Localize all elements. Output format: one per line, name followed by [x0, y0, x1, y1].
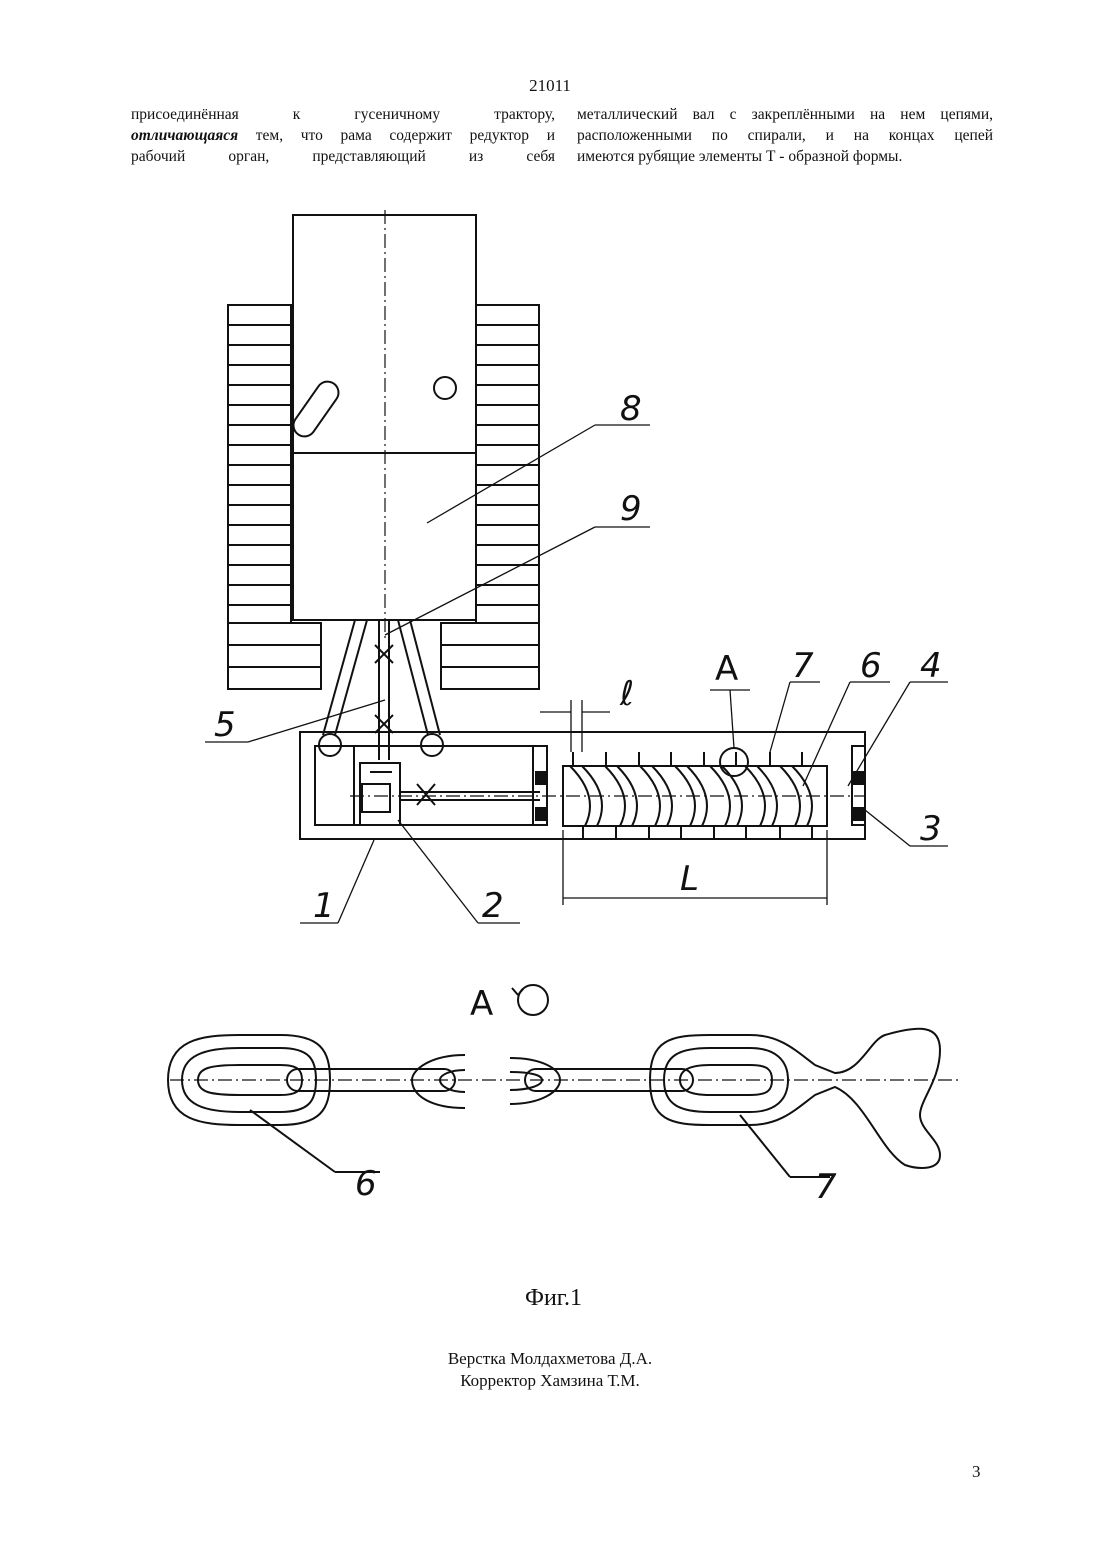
corrector-credit: Корректор Хамзина Т.М.: [0, 1370, 1100, 1392]
working-drum: [536, 748, 864, 840]
callout-label-9: 9: [620, 489, 642, 529]
right-track: [441, 305, 539, 689]
text-line: отличающаяся тем, что рама содержит реду…: [131, 125, 555, 146]
dimension-small-l: ℓ: [619, 674, 634, 714]
callout-label-3: 3: [920, 809, 942, 849]
hitch-linkage: [319, 620, 443, 760]
page-number: 3: [972, 1462, 981, 1482]
figure-caption: Фиг.1: [525, 1285, 582, 1311]
page-code: 21011: [0, 76, 1100, 96]
callout-label-2: 2: [482, 886, 504, 926]
text-line: рабочий орган, представляющий из себя: [131, 146, 555, 167]
text-column-right: металлический вал с закреплёнными на нем…: [577, 104, 993, 167]
leader-lines: [205, 425, 948, 923]
technical-drawing: 8 9 5 1 2 3 4 6 7 A ℓ L A 6 7 Фиг.1: [130, 180, 980, 1330]
callout-label-6: 6: [860, 646, 882, 686]
chain-detail: [168, 985, 960, 1177]
text-line: имеются рубящие элементы Т - образной фо…: [577, 146, 993, 167]
detail-reference-a: A: [715, 649, 738, 689]
layout-credit: Верстка Молдахметова Д.А.: [0, 1348, 1100, 1370]
callout-label-8: 8: [620, 389, 642, 429]
text-fragment: тем, что рама содержит редуктор и: [238, 127, 555, 144]
chain-label-6: 6: [355, 1164, 377, 1204]
callout-label-7: 7: [792, 646, 814, 686]
exhaust-pipe-icon: [289, 377, 343, 440]
detail-title-a: A: [470, 984, 493, 1024]
drawing-canvas: 8 9 5 1 2 3 4 6 7 A ℓ L A 6 7 Фиг.1: [130, 180, 980, 1330]
text-line: присоединённая к гусеничному трактору,: [131, 104, 555, 125]
text-column-left: присоединённая к гусеничному трактору, о…: [131, 104, 555, 167]
callout-label-5: 5: [214, 705, 236, 745]
emphasis-term: отличающаяся: [131, 127, 238, 144]
chain-label-7: 7: [815, 1167, 837, 1207]
callout-label-1: 1: [313, 886, 335, 926]
callout-label-4: 4: [920, 646, 942, 686]
text-line: металлический вал с закреплёнными на нем…: [577, 104, 993, 125]
dimension-big-l: L: [680, 859, 699, 899]
credits: Верстка Молдахметова Д.А. Корректор Хамз…: [0, 1348, 1100, 1392]
left-track: [228, 305, 321, 689]
filler-cap-icon: [434, 377, 456, 399]
text-line: расположенными по спирали, и на концах ц…: [577, 125, 993, 146]
